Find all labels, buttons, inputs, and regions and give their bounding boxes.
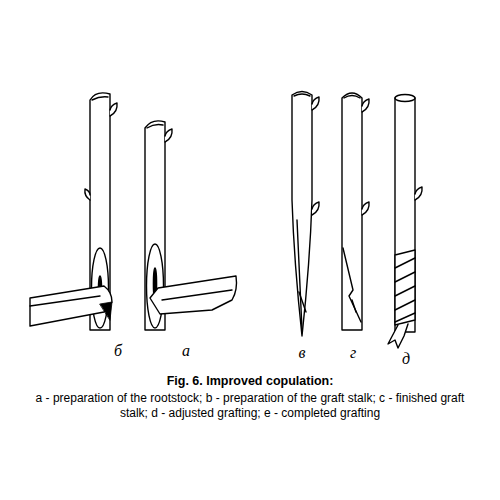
figure-letter: а xyxy=(182,342,190,360)
figure-letter: б xyxy=(114,342,122,360)
graft-stalk-cut xyxy=(30,93,117,330)
figure-letter: в xyxy=(299,344,306,362)
figure-title: Fig. 6. Improved copulation: xyxy=(20,374,480,389)
completed-grafting xyxy=(388,95,422,349)
adjusted-grafting xyxy=(342,93,369,330)
finished-graft-stalk xyxy=(292,92,319,337)
figure-caption: a - preparation of the rootstock; b - pr… xyxy=(30,391,470,421)
figure-letter: г xyxy=(350,344,356,362)
figure-letter: д xyxy=(402,350,410,368)
rootstock-cut xyxy=(145,121,237,330)
